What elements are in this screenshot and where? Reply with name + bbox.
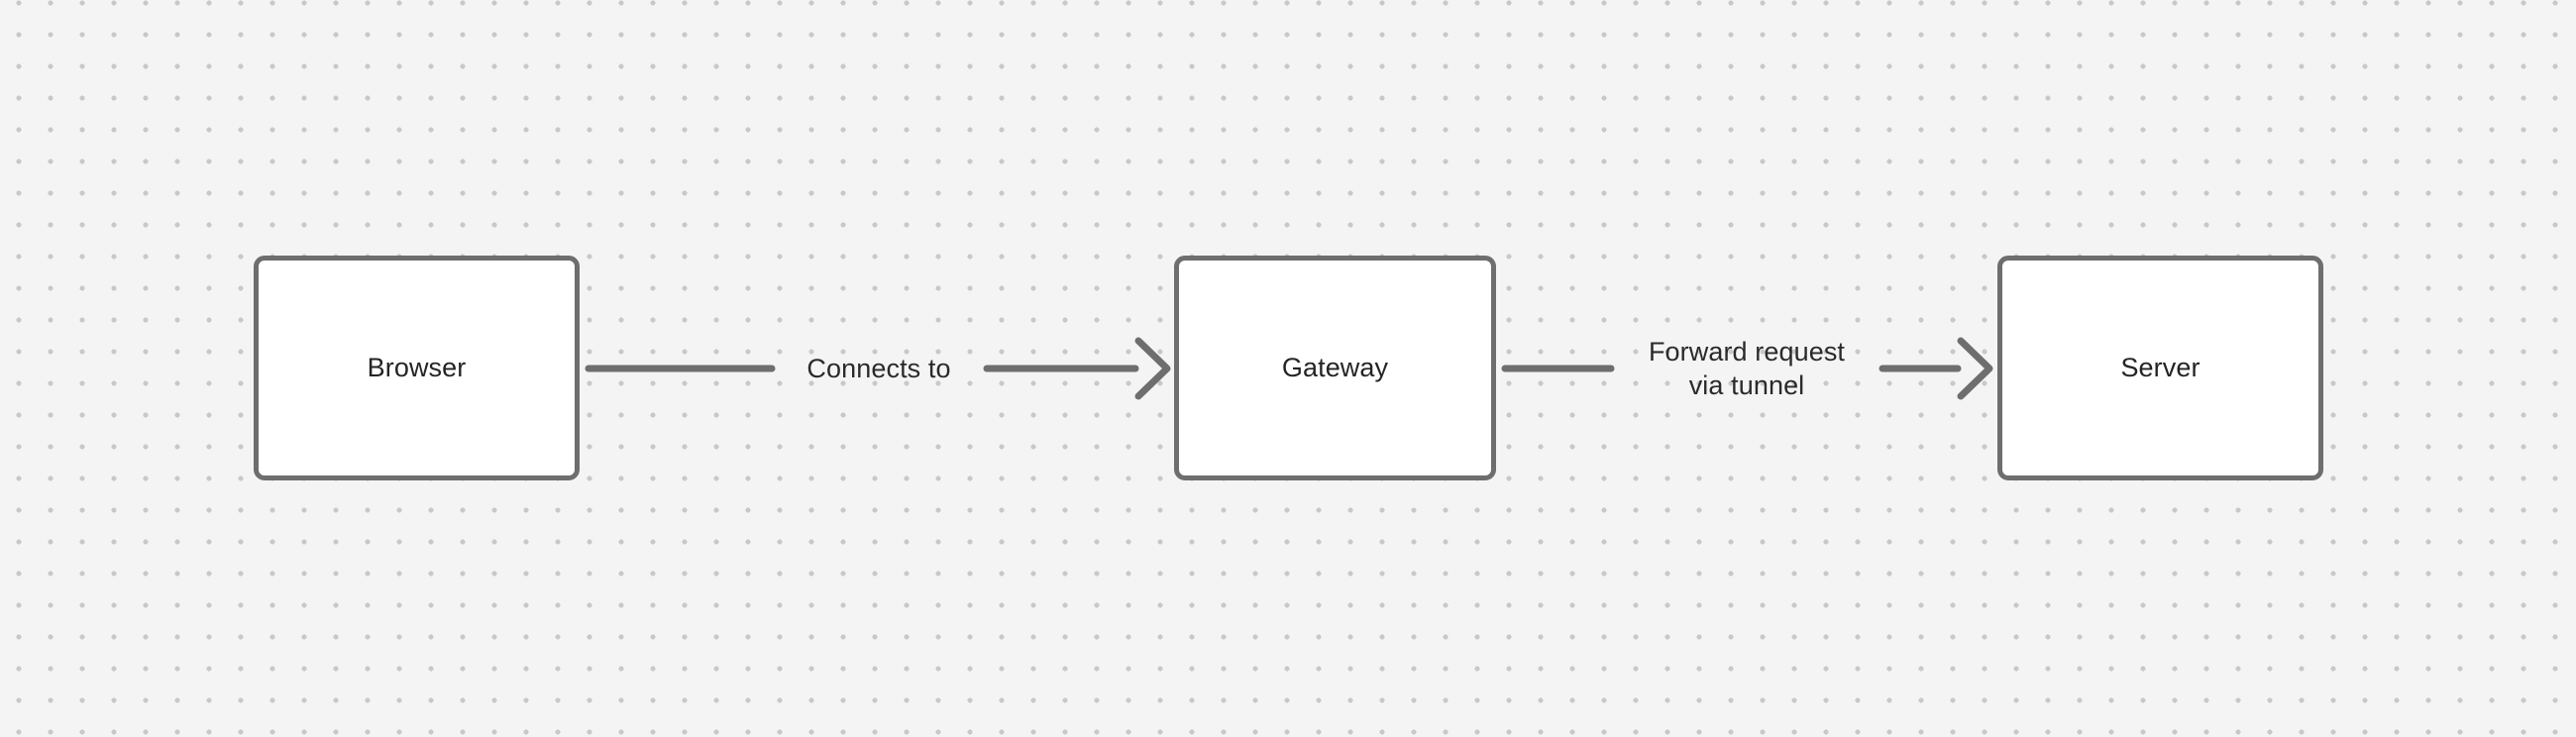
node-server[interactable]: Server <box>1997 256 2323 480</box>
edge-label-forward-request-via-tunnel: Forward request via tunnel <box>1648 337 1846 400</box>
node-server-label: Server <box>2120 352 2200 382</box>
node-browser[interactable]: Browser <box>254 256 580 480</box>
node-gateway-label: Gateway <box>1281 352 1389 382</box>
edge-label-connects-to: Connects to <box>806 354 951 383</box>
node-gateway[interactable]: Gateway <box>1174 256 1496 480</box>
node-browser-label: Browser <box>367 352 467 382</box>
